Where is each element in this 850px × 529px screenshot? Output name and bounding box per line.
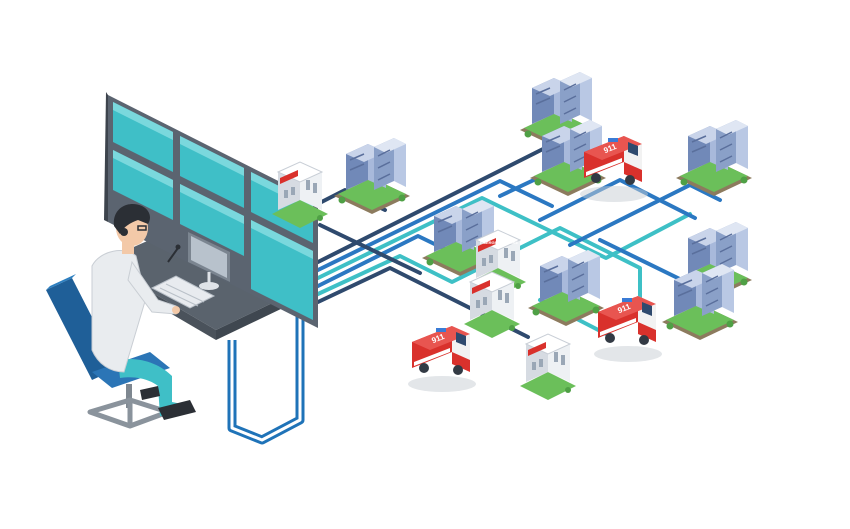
office-building-icon <box>334 138 410 214</box>
ambulance-icon: 911 <box>408 326 476 392</box>
ambulance-icon: 911 <box>594 296 662 362</box>
office-building-icon <box>528 250 604 326</box>
hospital-icon <box>464 272 520 338</box>
hospital-sign: EMERGENCY CARE <box>480 240 518 245</box>
hospital-icon <box>272 162 328 228</box>
hospital-icon <box>520 334 576 400</box>
